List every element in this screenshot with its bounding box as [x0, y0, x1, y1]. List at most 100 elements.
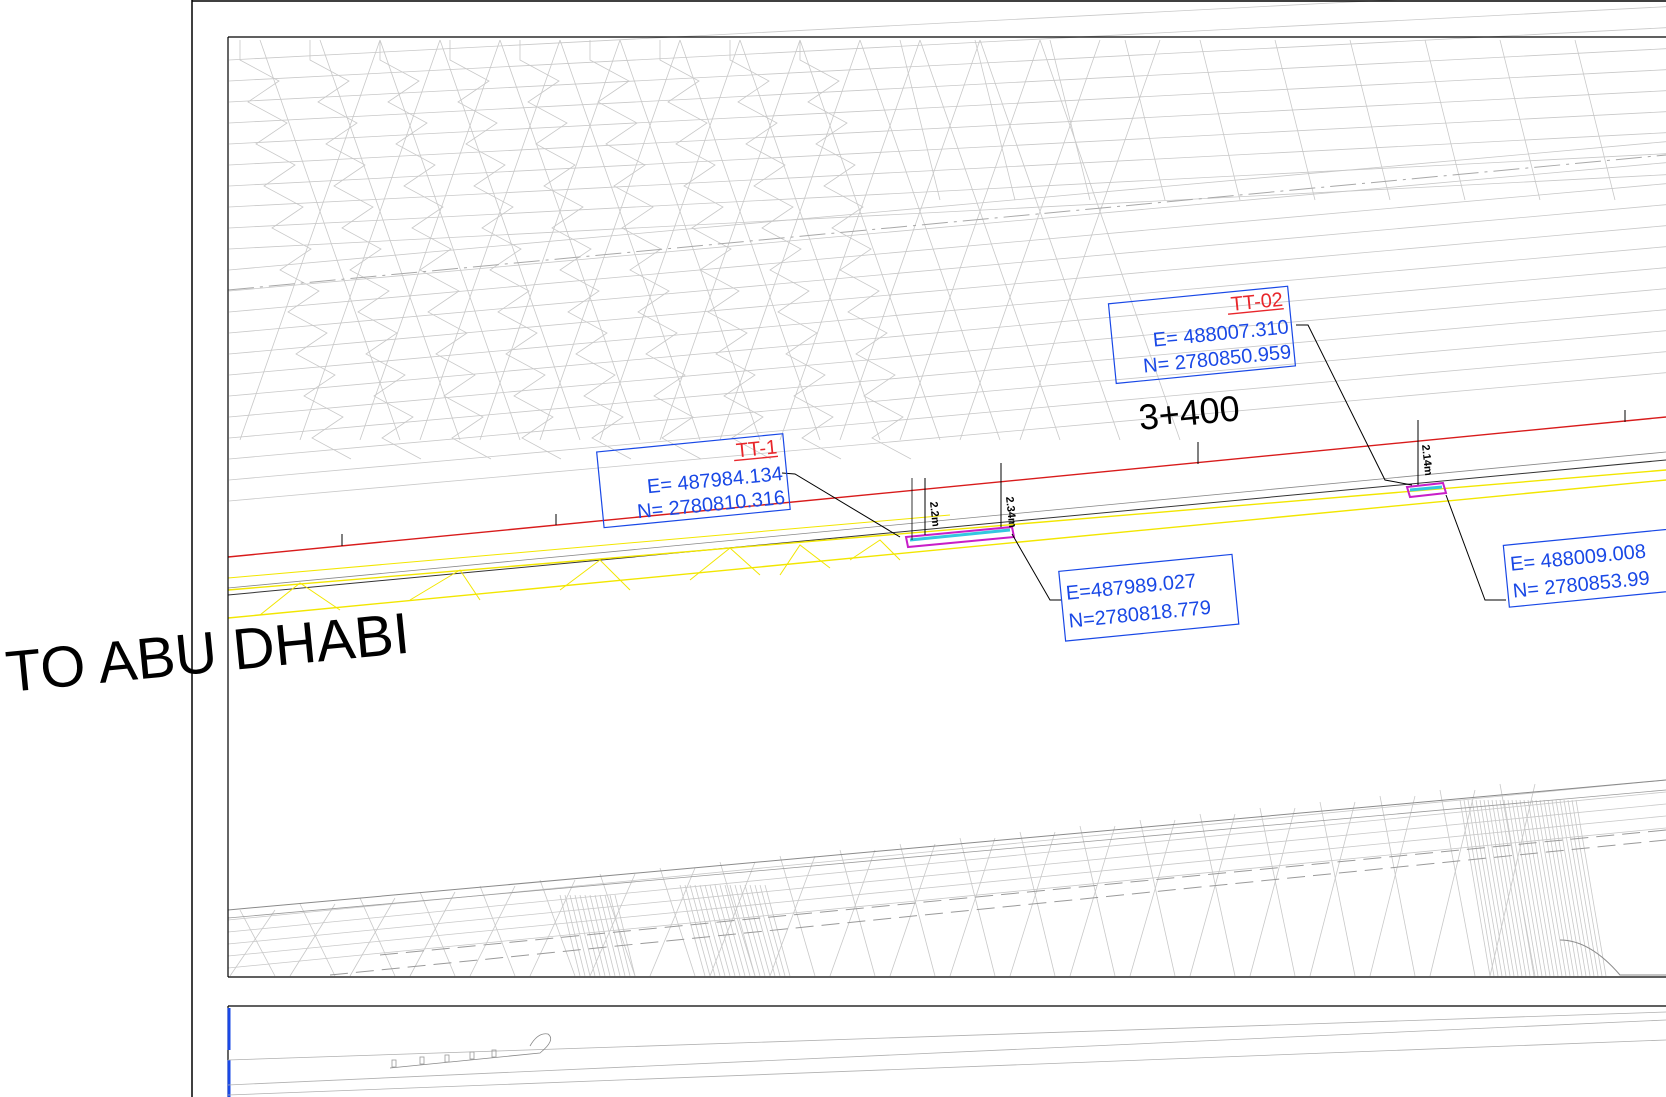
mesh-diagonal	[729, 40, 842, 460]
mesh-row	[228, 153, 1666, 229]
mesh-row	[228, 174, 1666, 250]
mesh-hatch	[689, 884, 716, 977]
mesh-hatch	[1511, 799, 1543, 977]
mesh-hatch	[574, 894, 596, 977]
mesh-diagonal	[519, 40, 632, 460]
mesh-hatch	[1575, 799, 1607, 977]
mesh-hatch	[684, 884, 711, 977]
mesh-tri-edge	[619, 39, 761, 441]
mesh-row	[228, 351, 1666, 481]
mesh-hatch	[1487, 799, 1519, 977]
road-edge-yellow-3	[227, 514, 951, 579]
mesh-hatch	[1531, 799, 1563, 977]
mesh-tri-edge	[1499, 39, 1541, 201]
mesh-tri-edge	[839, 39, 981, 441]
mesh-tri-edge	[239, 909, 276, 977]
mesh-tri-edge	[319, 39, 461, 441]
mesh-tri-edge	[1049, 39, 1091, 201]
mesh-tri-edge	[539, 879, 576, 977]
mesh-hatch	[749, 884, 776, 977]
mesh-row	[228, 69, 1666, 145]
mesh-hatch	[719, 884, 746, 977]
mesh-tri-edge	[1199, 39, 1241, 201]
mesh-tri-edge	[899, 39, 1041, 441]
mesh-row	[228, 372, 1666, 502]
mesh-row	[227, 815, 1666, 957]
mesh-row	[227, 827, 1666, 969]
mesh-hatch	[709, 884, 736, 977]
chainage-ticks	[341, 410, 1626, 546]
mesh-hatch	[679, 884, 706, 977]
mesh-hatch	[699, 884, 726, 977]
road-edge-red	[227, 416, 1666, 558]
mesh-tri-edge	[1439, 789, 1476, 977]
mesh-hatch	[704, 884, 731, 977]
mesh-row	[227, 791, 1666, 933]
mesh-diagonal	[449, 40, 562, 460]
mesh-tri-edge	[1189, 813, 1236, 977]
mesh-row	[228, 330, 1666, 460]
mesh-hatch	[1567, 799, 1599, 977]
mesh-row	[228, 183, 1666, 313]
mesh-tri-edge	[359, 897, 396, 977]
mesh-tri-edge	[899, 39, 941, 201]
mesh-tri-edge	[799, 39, 941, 441]
mesh-tri-edge	[1259, 807, 1296, 977]
mesh-hatch	[1475, 799, 1507, 977]
mesh-hatch	[764, 884, 791, 977]
mesh-hatch	[1551, 799, 1583, 977]
mesh-row	[228, 204, 1666, 334]
mesh-hatch	[1559, 799, 1591, 977]
mesh-tri-edge	[1069, 825, 1116, 977]
mesh-tri-edge	[1424, 39, 1466, 201]
mesh-tri-edge	[739, 39, 881, 441]
mesh-hatch	[569, 894, 591, 977]
mesh-hatch	[1495, 799, 1527, 977]
mesh-hatch	[754, 884, 781, 977]
mesh-row	[228, 309, 1666, 439]
mesh-tri-edge	[559, 39, 701, 441]
mesh-row	[228, 111, 1666, 187]
mesh-hatch	[1519, 799, 1551, 977]
mesh-tri-edge	[1199, 813, 1236, 977]
mesh-hatch	[1467, 799, 1499, 977]
mesh-tri-edge	[859, 39, 1001, 441]
callout-box-tt-02	[1107, 285, 1297, 385]
mesh-tri-edge	[769, 855, 816, 977]
mesh-hatch	[579, 894, 601, 977]
road-edge-yellow-1	[227, 469, 1666, 591]
mesh-tri-edge	[469, 885, 516, 977]
mesh-hatch	[1535, 799, 1567, 977]
mesh-diagonal	[799, 40, 912, 460]
mesh-tri-edge	[1349, 39, 1391, 201]
mesh-tri-edge	[299, 903, 336, 977]
mesh-tri-edge	[679, 39, 821, 441]
mesh-hatch	[559, 894, 581, 977]
mesh-tri-edge	[889, 843, 936, 977]
mesh-hatch	[694, 884, 721, 977]
kerb-curve	[1559, 939, 1666, 976]
mesh-tri-edge	[979, 39, 1121, 441]
mesh-tri-edge	[1019, 39, 1161, 441]
mesh-tri-edge	[499, 39, 641, 441]
mesh-hatch	[1483, 799, 1515, 977]
mesh-tri-edge	[539, 39, 681, 441]
mesh-tri-edge	[1079, 825, 1116, 977]
callout-box-tt-02-end	[1502, 525, 1666, 608]
survey-mesh-bottom	[227, 779, 1666, 977]
mesh-diagonal	[309, 40, 422, 460]
mesh-hatch	[1539, 799, 1571, 977]
mesh-tri-edge	[1274, 39, 1316, 201]
mesh-hatch	[1503, 799, 1535, 977]
mesh-hatch	[1479, 799, 1511, 977]
mesh-hatch	[744, 884, 771, 977]
lane-line-dashed-lower	[329, 839, 1666, 976]
road-edge-lower-2	[227, 789, 1666, 919]
mesh-tri-edge	[299, 39, 441, 441]
mesh-hatch	[604, 894, 626, 977]
mesh-tri-edge	[1139, 819, 1176, 977]
mesh-tri-edge	[239, 39, 381, 441]
lane-line-dashed-lower-2	[379, 829, 1666, 956]
mesh-hatch	[594, 894, 616, 977]
